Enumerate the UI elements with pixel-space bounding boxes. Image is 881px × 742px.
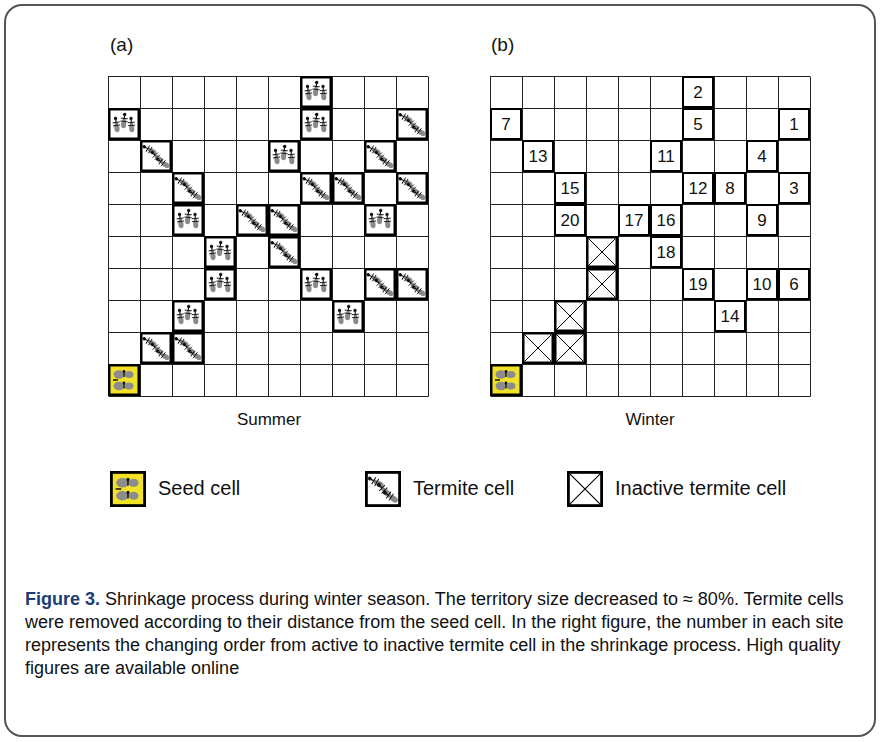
termite-cell — [173, 333, 203, 363]
termite-cell — [365, 269, 395, 299]
termite-cell — [205, 269, 235, 299]
order-number: 7 — [501, 116, 510, 133]
order-cell: 16 — [650, 204, 682, 236]
termite-cell — [365, 205, 395, 235]
termite-cell — [269, 237, 299, 267]
order-number: 2 — [693, 84, 702, 101]
legend-text: Seed cell — [158, 477, 240, 500]
summer-grid — [108, 76, 429, 397]
order-cell: 20 — [554, 204, 586, 236]
seed-cell-sample — [111, 472, 144, 505]
winter-grid — [490, 76, 811, 397]
inactive-cell — [555, 333, 585, 363]
order-number: 5 — [693, 116, 702, 133]
order-number: 8 — [725, 180, 734, 197]
legend-samples — [111, 472, 601, 505]
grid-lines — [490, 76, 810, 396]
order-cell: 4 — [746, 140, 778, 172]
termite-cell — [269, 141, 299, 171]
panel-label: (a) — [110, 34, 133, 56]
termite-cell — [397, 109, 427, 139]
seed-cell — [109, 365, 139, 395]
order-number: 14 — [721, 308, 740, 325]
order-cell: 6 — [778, 268, 810, 300]
order-number: 17 — [625, 212, 644, 229]
termite-cell — [237, 205, 267, 235]
grid-lines — [491, 77, 811, 397]
legend-text: Termite cell — [413, 477, 514, 500]
order-cell: 8 — [714, 172, 746, 204]
termite-cell — [269, 205, 299, 235]
inactive-cell-sample — [568, 472, 601, 505]
order-number: 18 — [657, 244, 676, 261]
termite-cell — [301, 269, 331, 299]
termite-cell — [173, 205, 203, 235]
termite-cell — [301, 77, 331, 107]
order-cell: 13 — [522, 140, 554, 172]
order-number: 10 — [753, 276, 772, 293]
order-number: 3 — [789, 180, 798, 197]
termite-cell-sample — [366, 472, 400, 505]
termite-cell — [141, 333, 171, 363]
grid-lines — [108, 76, 428, 396]
season-label: Winter — [550, 410, 750, 430]
order-cell: 19 — [682, 268, 714, 300]
order-cell: 15 — [554, 172, 586, 204]
order-cell: 2 — [682, 76, 714, 108]
order-number: 13 — [529, 148, 548, 165]
order-cell: 18 — [650, 236, 682, 268]
figure-caption: Figure 3. Shrinkage process during winte… — [25, 588, 861, 680]
order-cell: 7 — [490, 108, 522, 140]
panel-label: (b) — [491, 34, 514, 56]
termite-cell — [173, 301, 203, 331]
order-number: 4 — [757, 148, 766, 165]
inactive-cell — [587, 237, 617, 267]
termite-cell — [205, 237, 235, 267]
inactive-cell — [587, 269, 617, 299]
order-number: 11 — [657, 148, 675, 165]
termite-cell — [301, 173, 331, 203]
order-number: 9 — [757, 212, 766, 229]
order-number: 6 — [789, 276, 798, 293]
order-cell: 10 — [746, 268, 778, 300]
order-number: 19 — [689, 276, 708, 293]
order-cell: 3 — [778, 172, 810, 204]
order-cell: 9 — [746, 204, 778, 236]
termite-cell — [109, 109, 139, 139]
order-number: 15 — [561, 180, 580, 197]
termite-cell — [301, 109, 331, 139]
seed-cell — [491, 365, 521, 395]
inactive-cell — [523, 333, 553, 363]
order-cell: 14 — [714, 300, 746, 332]
order-number: 16 — [657, 212, 676, 229]
grid-lines — [109, 77, 429, 397]
order-cell: 17 — [618, 204, 650, 236]
legend-text: Inactive termite cell — [615, 477, 786, 500]
order-cell: 1 — [778, 108, 810, 140]
termite-cell — [397, 173, 427, 203]
order-number: 20 — [561, 212, 580, 229]
inactive-cell — [555, 301, 585, 331]
termite-cell — [333, 173, 363, 203]
termite-cell — [173, 173, 203, 203]
order-number: 12 — [689, 180, 708, 197]
termite-cell — [333, 301, 363, 331]
order-cell: 11 — [650, 140, 682, 172]
season-label: Summer — [169, 410, 369, 430]
termite-cell — [365, 141, 395, 171]
order-number: 1 — [789, 116, 798, 133]
order-cell: 5 — [682, 108, 714, 140]
termite-cell — [397, 269, 427, 299]
termite-cell — [141, 141, 171, 171]
order-cell: 12 — [682, 172, 714, 204]
